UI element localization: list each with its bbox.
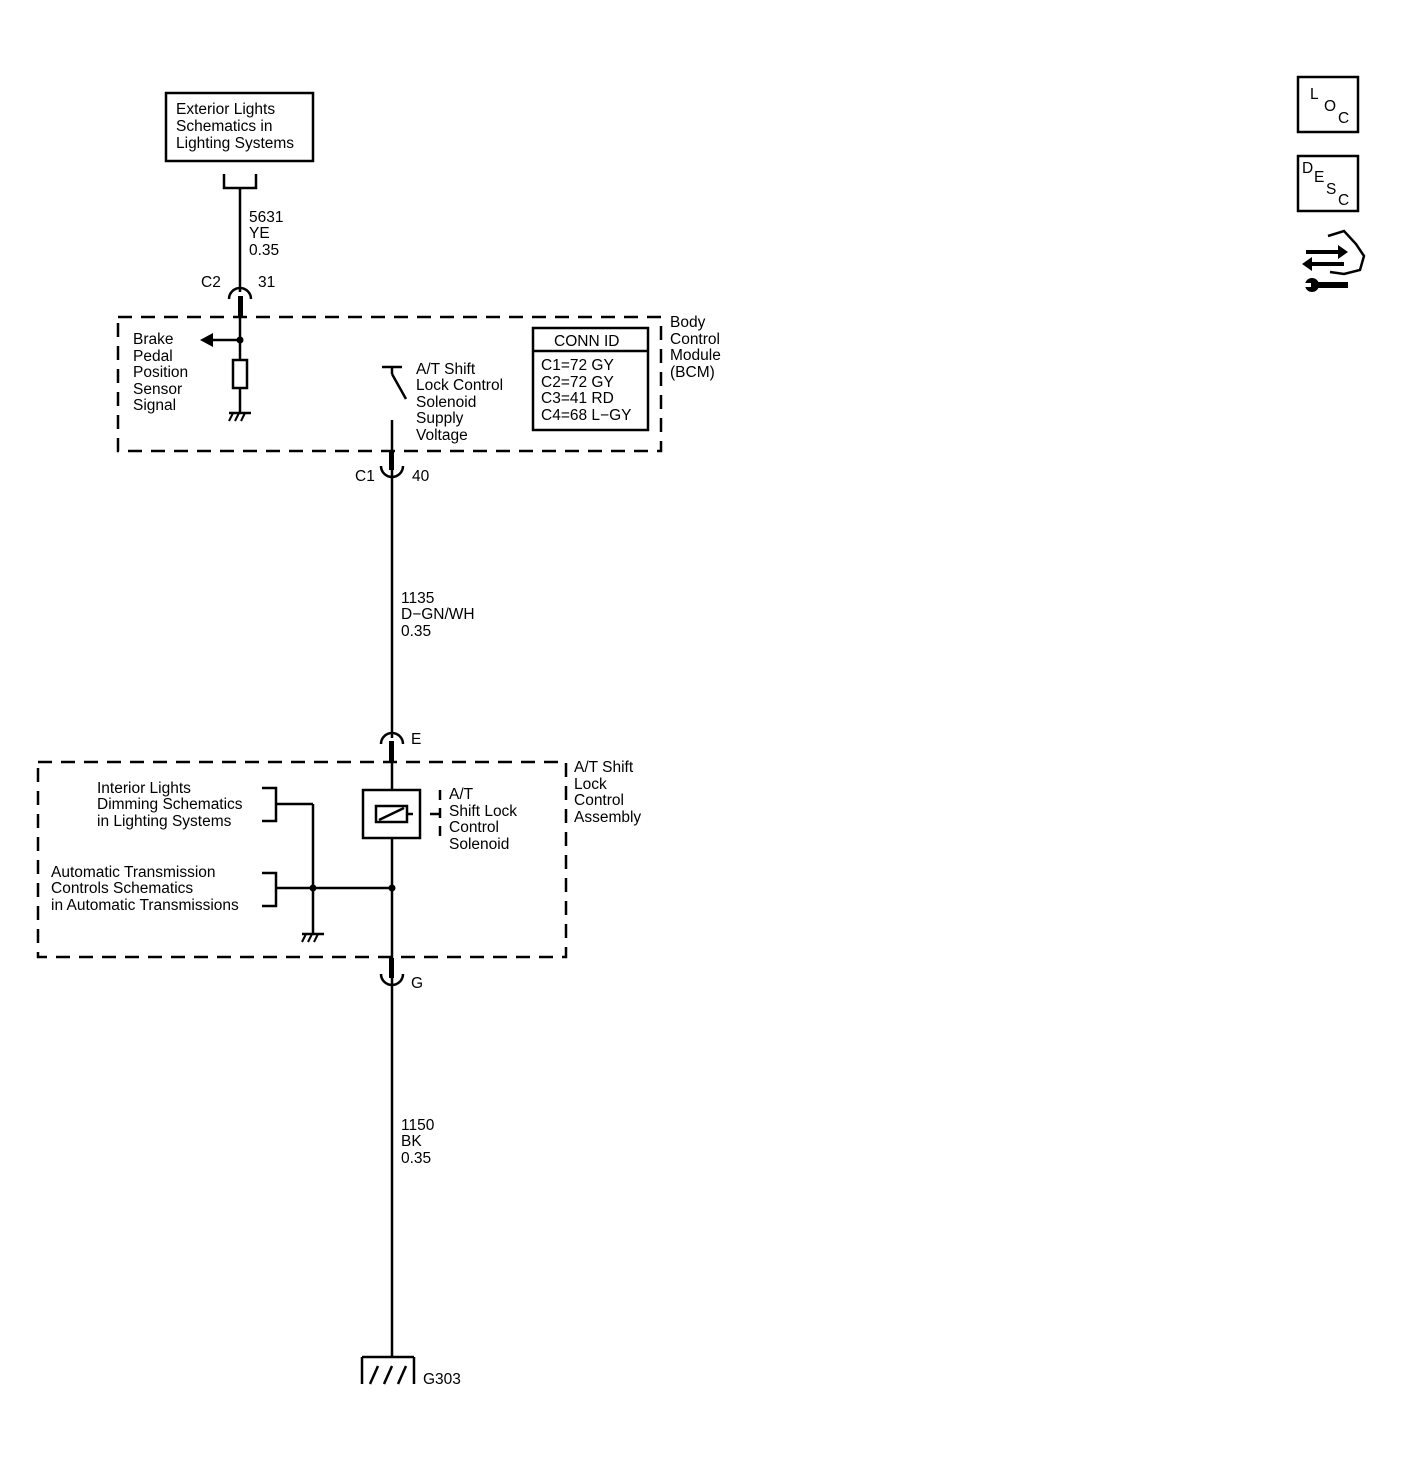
svg-text:YE: YE [249, 225, 270, 242]
conn-id-row: C2=72 GY [541, 374, 614, 391]
ref-line: Dimming Schematics [97, 796, 243, 813]
conn-id-row: C3=41 RD [541, 390, 614, 407]
ground-g303-icon[interactable]: G303 [360, 1355, 461, 1388]
svg-text:Control: Control [449, 819, 499, 836]
connector-c2[interactable]: C2 31 [201, 274, 275, 316]
ref-line: Schematics in [176, 118, 272, 135]
loc-letter: L [1310, 86, 1319, 103]
ref-line: Lighting Systems [176, 135, 294, 152]
connector-e[interactable]: E [379, 731, 421, 761]
automatic-transmission-reference[interactable]: Automatic Transmission Controls Schemati… [51, 864, 239, 914]
svg-text:A/T: A/T [449, 786, 474, 803]
hand-wrench-icon[interactable] [1302, 229, 1366, 292]
solenoid-supply-label: A/T Shift Lock Control Solenoid Supply V… [416, 361, 503, 444]
connector-c1[interactable]: C1 40 [355, 450, 430, 485]
connector-name: C1 [355, 468, 375, 485]
conn-id-row: C4=68 L−GY [541, 407, 631, 424]
ref-line: Controls Schematics [51, 880, 193, 897]
ground-label: G303 [423, 1371, 461, 1388]
solenoid-supply-switch [382, 365, 408, 458]
wire-5631-label: 5631 YE 0.35 [249, 209, 283, 259]
svg-text:Brake: Brake [133, 331, 174, 348]
conn-id-table: CONN ID C1=72 GY C2=72 GY C3=41 RD C4=68… [531, 326, 650, 432]
connector-pin: 40 [412, 468, 430, 485]
connector-g[interactable]: G [379, 958, 423, 992]
desc-letter: C [1338, 192, 1349, 209]
ref-line: Interior Lights [97, 780, 191, 797]
svg-text:(BCM): (BCM) [670, 364, 715, 381]
svg-text:Pedal: Pedal [133, 348, 173, 365]
ref-line: in Lighting Systems [97, 813, 232, 830]
svg-text:Lock: Lock [574, 776, 607, 793]
connector-name: C2 [201, 274, 221, 291]
svg-text:Body: Body [670, 314, 706, 331]
desc-letter: D [1302, 160, 1313, 177]
svg-text:Assembly: Assembly [574, 809, 641, 826]
ref-line: in Automatic Transmissions [51, 897, 239, 914]
desc-button[interactable]: D E S C [1296, 154, 1360, 213]
svg-text:Voltage: Voltage [416, 427, 468, 444]
svg-text:Signal: Signal [133, 397, 176, 414]
wire-1150-label: 1150 BK 0.35 [401, 1117, 435, 1167]
connector-name: G [411, 975, 423, 992]
svg-text:Control: Control [670, 331, 720, 348]
svg-text:Solenoid: Solenoid [416, 394, 476, 411]
shift-lock-assembly-label: A/T Shift Lock Control Assembly [574, 759, 641, 826]
shift-lock-solenoid [361, 788, 442, 840]
reference-bracket [222, 174, 258, 190]
exterior-lights-reference[interactable]: Exterior Lights Schematics in Lighting S… [164, 91, 315, 163]
svg-text:Supply: Supply [416, 410, 464, 427]
brake-signal-label: Brake Pedal Position Sensor Signal [133, 331, 188, 414]
svg-text:Solenoid: Solenoid [449, 836, 509, 853]
svg-text:0.35: 0.35 [401, 623, 431, 640]
svg-text:D−GN/WH: D−GN/WH [401, 606, 475, 623]
svg-text:Sensor: Sensor [133, 381, 182, 398]
svg-text:Control: Control [574, 792, 624, 809]
chassis-ground-icon [301, 932, 324, 943]
interior-ref-bracket [262, 786, 278, 823]
conn-id-title: CONN ID [554, 333, 619, 350]
svg-text:BK: BK [401, 1133, 422, 1150]
conn-id-row: C1=72 GY [541, 357, 614, 374]
desc-letter: S [1326, 181, 1336, 198]
connector-name: E [411, 731, 421, 748]
svg-text:0.35: 0.35 [401, 1150, 431, 1167]
svg-text:1150: 1150 [401, 1117, 435, 1134]
chassis-ground-icon [228, 411, 251, 422]
interior-lights-reference[interactable]: Interior Lights Dimming Schematics in Li… [97, 780, 243, 830]
svg-text:Shift Lock: Shift Lock [449, 803, 517, 820]
svg-text:0.35: 0.35 [249, 242, 279, 259]
pull-down-resistor [231, 358, 249, 390]
loc-letter: C [1338, 110, 1349, 127]
desc-letter: E [1314, 169, 1324, 186]
ref-line: Automatic Transmission [51, 864, 216, 881]
svg-text:1135: 1135 [401, 590, 434, 607]
wire-1135-label: 1135 D−GN/WH 0.35 [401, 590, 475, 640]
trans-ref-bracket [262, 871, 278, 908]
svg-text:Lock Control: Lock Control [416, 377, 503, 394]
connector-pin: 31 [258, 274, 275, 291]
loc-button[interactable]: L O C [1296, 75, 1360, 134]
svg-text:Position: Position [133, 364, 188, 381]
svg-text:Module: Module [670, 347, 721, 364]
brake-signal-arrow-icon [200, 333, 213, 347]
loc-letter: O [1324, 98, 1336, 115]
svg-text:A/T Shift: A/T Shift [574, 759, 634, 776]
ref-line: Exterior Lights [176, 101, 275, 118]
shift-lock-assembly-boundary [36, 760, 568, 959]
svg-text:A/T Shift: A/T Shift [416, 361, 476, 378]
svg-text:5631: 5631 [249, 209, 283, 226]
bcm-label: Body Control Module (BCM) [670, 314, 721, 381]
shift-lock-solenoid-label: A/T Shift Lock Control Solenoid [449, 786, 517, 853]
